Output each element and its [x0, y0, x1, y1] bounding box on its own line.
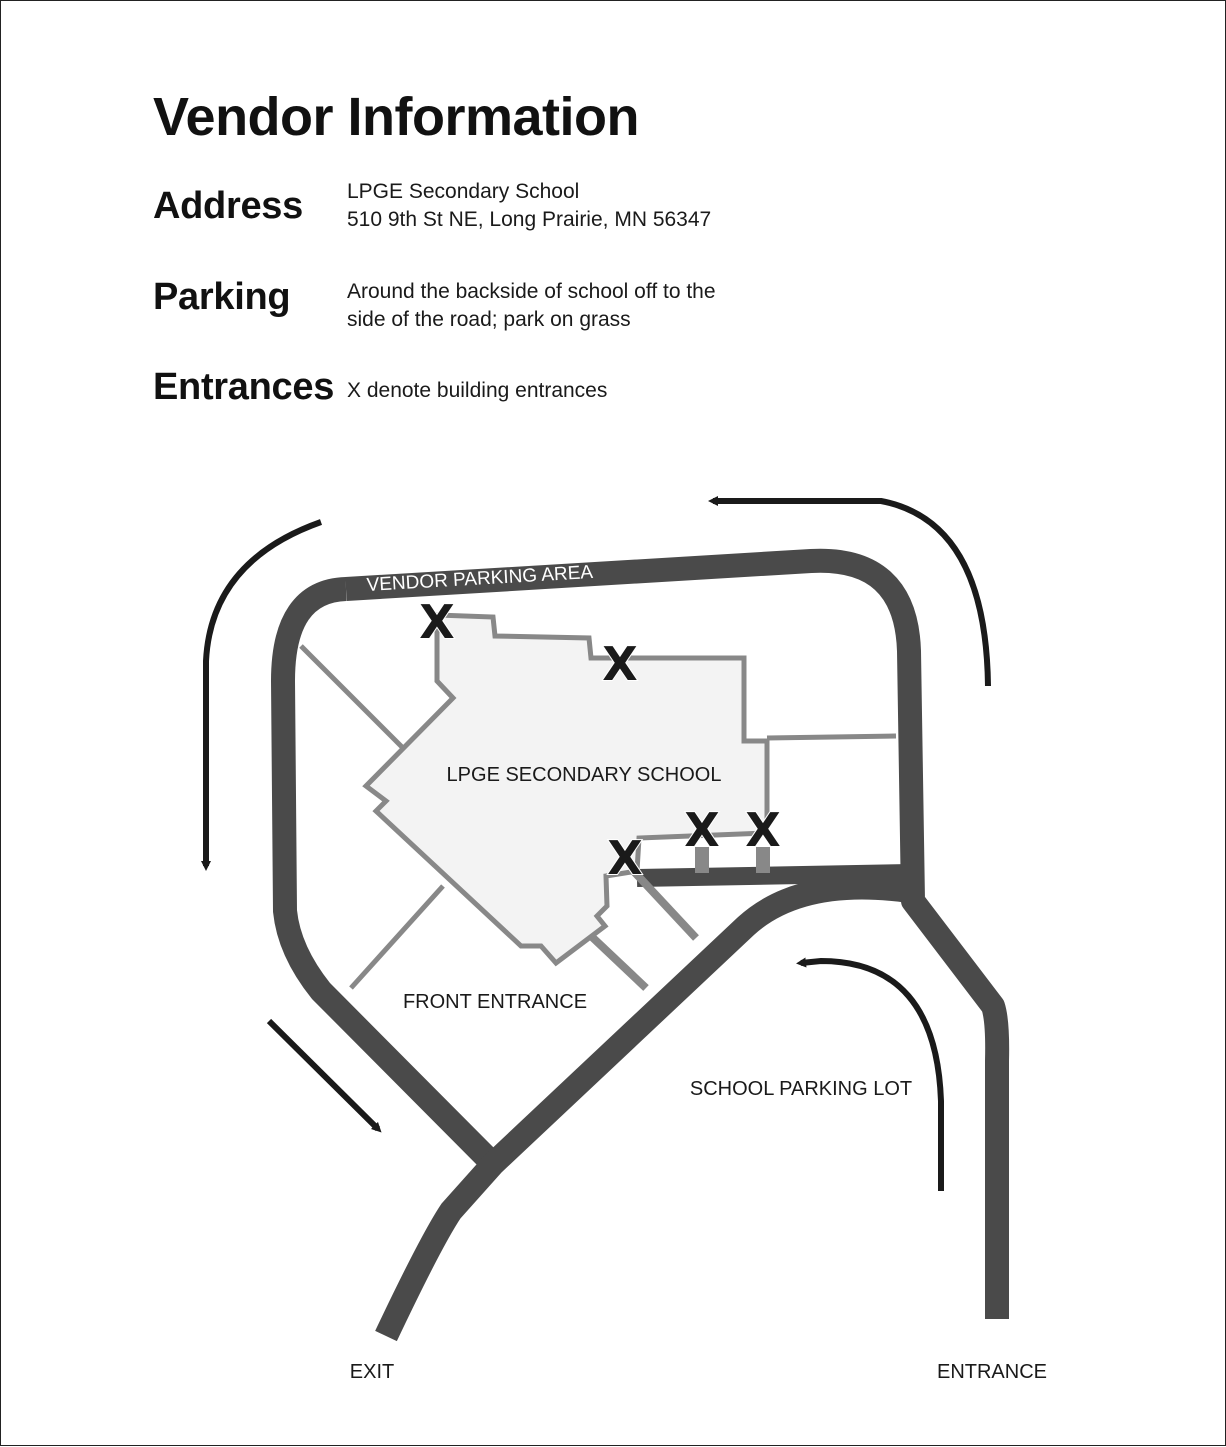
- arrow-north-left: [708, 496, 991, 687]
- address-line-2: 510 9th St NE, Long Prairie, MN 56347: [347, 208, 712, 231]
- parking-label: Parking: [153, 276, 291, 318]
- address-line-1: LPGE Secondary School: [347, 180, 580, 203]
- parking-line-2: side of the road; park on grass: [347, 308, 631, 331]
- page-title: Vendor Information: [153, 87, 640, 147]
- west-road: [271, 577, 502, 1173]
- entrances-label: Entrances: [153, 366, 335, 408]
- parking-text: Around the backside of school off to the…: [347, 278, 767, 334]
- school-label: LPGE SECONDARY SCHOOL: [447, 764, 722, 786]
- entrances-text: X denote building entrances: [347, 379, 608, 402]
- entrance-x-marker: X: [607, 831, 642, 885]
- address-label: Address: [153, 185, 303, 227]
- connector-northwest: [299, 644, 405, 750]
- parking-lot-label: SCHOOL PARKING LOT: [690, 1078, 912, 1100]
- loop-road: [345, 548, 1010, 1319]
- front-walkway: [588, 933, 649, 991]
- arrow-exit-down: [266, 1018, 382, 1133]
- entrance-x-marker: X: [745, 803, 780, 857]
- arrow-entrance-left: [796, 957, 944, 1191]
- connector-front-left: [349, 884, 445, 990]
- entrance-x-marker: X: [419, 595, 454, 649]
- front-entrance-label: FRONT ENTRANCE: [403, 991, 587, 1013]
- connector-east: [766, 733, 897, 741]
- traffic-arrows: [201, 496, 991, 1191]
- school-building: [362, 612, 770, 967]
- entrance-x-marker: X: [602, 637, 637, 691]
- entrance-label: ENTRANCE: [937, 1361, 1047, 1383]
- address-text: LPGE Secondary School 510 9th St NE, Lon…: [347, 178, 767, 234]
- connector-lines: [299, 644, 897, 990]
- entrance-x-marker: X: [684, 803, 719, 857]
- drop-off-road: [636, 864, 912, 887]
- exit-label: EXIT: [350, 1361, 394, 1383]
- arrow-west-down: [201, 519, 323, 871]
- diagonal-road: [375, 875, 911, 1342]
- parking-line-1: Around the backside of school off to the: [347, 280, 716, 303]
- side-walkway: [623, 860, 699, 941]
